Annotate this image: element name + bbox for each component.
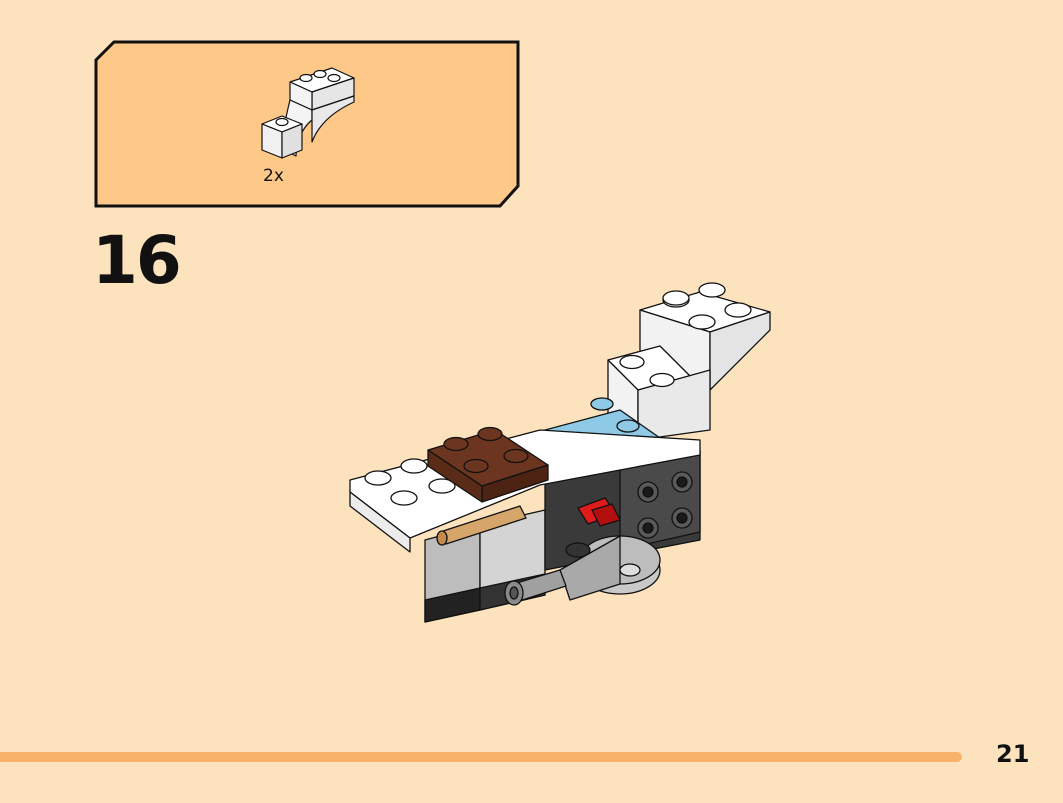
callout-frame xyxy=(94,40,520,208)
step-number: 16 xyxy=(92,222,182,299)
parts-callout: 2x xyxy=(92,38,522,210)
page-number: 21 xyxy=(996,740,1030,768)
lego-build-model-illustration xyxy=(349,282,771,623)
white-arch-brick-icon xyxy=(261,67,355,159)
part-quantity: 2x xyxy=(263,166,284,186)
page-footer-bar xyxy=(0,752,962,762)
model-illustration xyxy=(330,270,790,654)
